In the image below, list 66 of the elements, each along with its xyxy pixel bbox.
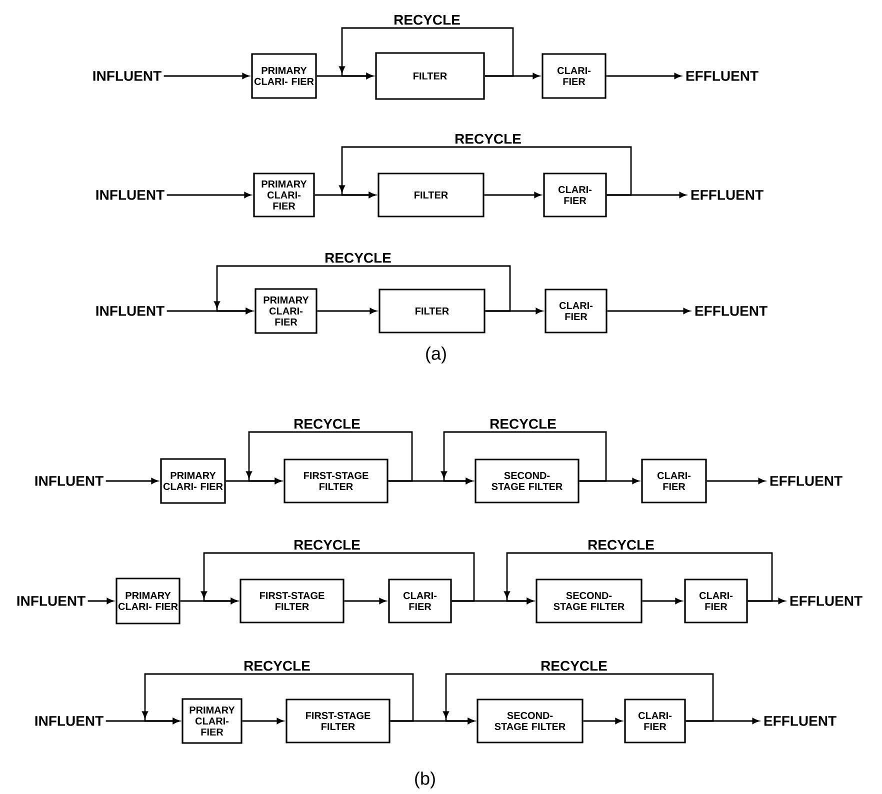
stream-label: INFLUENT bbox=[96, 306, 164, 316]
process-box: FILTER bbox=[378, 172, 484, 218]
recycle-arrow bbox=[504, 552, 773, 604]
edge-label: RECYCLE bbox=[490, 418, 556, 429]
process-box: CLARI- FIER bbox=[544, 288, 608, 334]
process-box: FIRST-STAGE FILTER bbox=[284, 458, 388, 504]
stream-label: INFLUENT bbox=[17, 596, 86, 606]
process-box: PRIMARY CLARI- FIER bbox=[253, 172, 315, 218]
process-box: CLARI- FIER bbox=[388, 578, 452, 624]
arrow bbox=[706, 478, 766, 484]
edge-label: RECYCLE bbox=[326, 252, 391, 263]
stream-label: INFLUENT bbox=[35, 476, 104, 486]
process-box: PRIMARY CLARI- FIER bbox=[116, 578, 180, 624]
arrow bbox=[166, 192, 252, 198]
arrow bbox=[164, 73, 250, 79]
arrow bbox=[106, 478, 158, 484]
edge-label: RECYCLE bbox=[244, 660, 310, 671]
recycle-arrow bbox=[339, 146, 632, 198]
process-box: SECOND-STAGE FILTER bbox=[474, 458, 580, 504]
process-box: PRIMARY CLARI- FIER bbox=[254, 288, 318, 334]
process-box: SECOND-STAGE FILTER bbox=[476, 698, 584, 744]
arrow bbox=[484, 192, 542, 198]
edge-label: RECYCLE bbox=[588, 540, 654, 550]
stream-label: INFLUENT bbox=[35, 716, 104, 726]
process-box: PRIMARY CLARI- FIER bbox=[160, 458, 226, 504]
recycle-arrow bbox=[214, 265, 511, 314]
stream-label: INFLUENT bbox=[93, 71, 162, 81]
process-box: CLARI- FIER bbox=[684, 578, 748, 624]
process-box: SECOND-STAGE FILTER bbox=[536, 578, 642, 624]
stream-label: INFLUENT bbox=[96, 190, 164, 200]
stream-label: EFFLUENT bbox=[790, 596, 862, 606]
process-box: FILTER bbox=[375, 52, 485, 100]
process-box: CLARI- FIER bbox=[543, 172, 607, 218]
process-box: FILTER bbox=[378, 288, 486, 334]
process-box: CLARI- FIER bbox=[624, 698, 686, 744]
edge-label: RECYCLE bbox=[456, 134, 521, 144]
arrow bbox=[344, 598, 386, 604]
stream-label: EFFLUENT bbox=[691, 190, 764, 200]
edge-label: RECYCLE bbox=[394, 14, 460, 25]
recycle-arrow bbox=[339, 27, 514, 79]
process-box: PRIMARY CLARI- FIER bbox=[182, 698, 242, 744]
arrow bbox=[607, 308, 690, 314]
edge-label: RECYCLE bbox=[294, 540, 360, 550]
arrow bbox=[606, 73, 682, 79]
edge-label: RECYCLE bbox=[294, 418, 360, 429]
stream-label: EFFLUENT bbox=[764, 716, 836, 726]
arrow bbox=[642, 598, 682, 604]
recycle-arrow bbox=[201, 552, 475, 604]
recycle-arrow bbox=[441, 431, 607, 484]
process-box: FIRST-STAGE FILTER bbox=[240, 578, 344, 624]
panel-label: (b) bbox=[415, 772, 435, 788]
process-box: CLARI- FIER bbox=[641, 458, 707, 504]
stream-label: EFFLUENT bbox=[770, 476, 842, 486]
stream-label: EFFLUENT bbox=[686, 71, 758, 81]
process-box: PRIMARY CLARI- FIER bbox=[251, 53, 317, 99]
arrow bbox=[88, 598, 114, 604]
stream-label: EFFLUENT bbox=[695, 306, 768, 316]
edge-label: RECYCLE bbox=[542, 660, 607, 671]
arrow bbox=[583, 718, 622, 724]
recycle-arrow bbox=[246, 431, 413, 484]
process-box: FIRST-STAGE FILTER bbox=[286, 698, 390, 744]
recycle-arrow bbox=[142, 673, 414, 724]
recycle-arrow bbox=[443, 673, 714, 724]
arrow bbox=[317, 308, 377, 314]
arrow bbox=[242, 718, 284, 724]
process-box: CLARI- FIER bbox=[542, 53, 606, 99]
